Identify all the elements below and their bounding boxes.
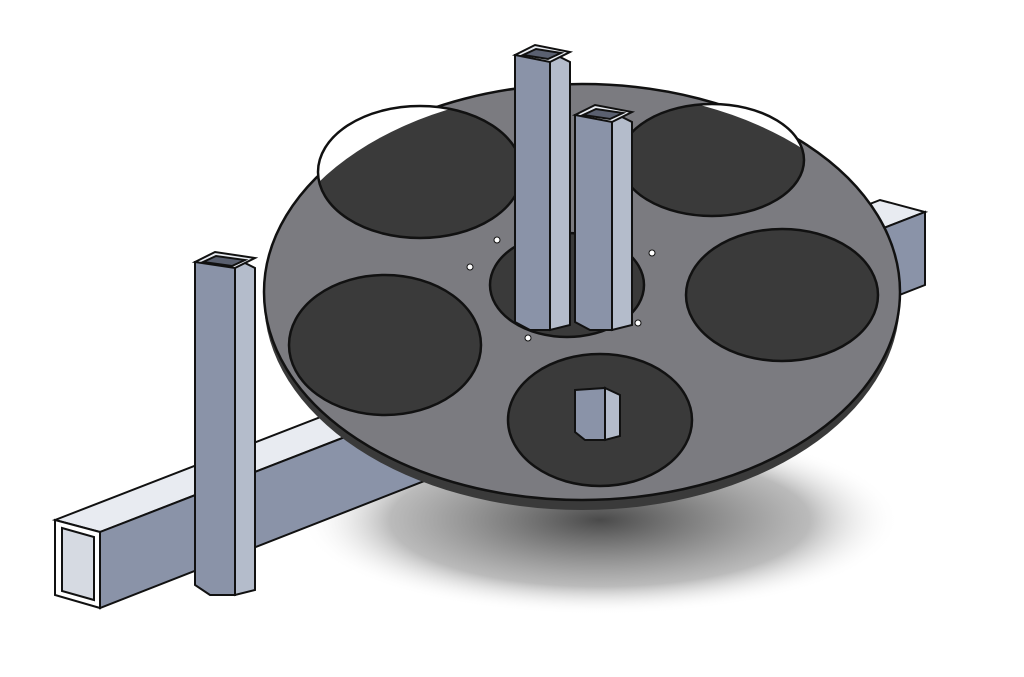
post-lower xyxy=(574,386,621,442)
post-left xyxy=(191,250,259,597)
post-center-tall xyxy=(511,43,574,332)
post-center-short xyxy=(571,103,636,332)
